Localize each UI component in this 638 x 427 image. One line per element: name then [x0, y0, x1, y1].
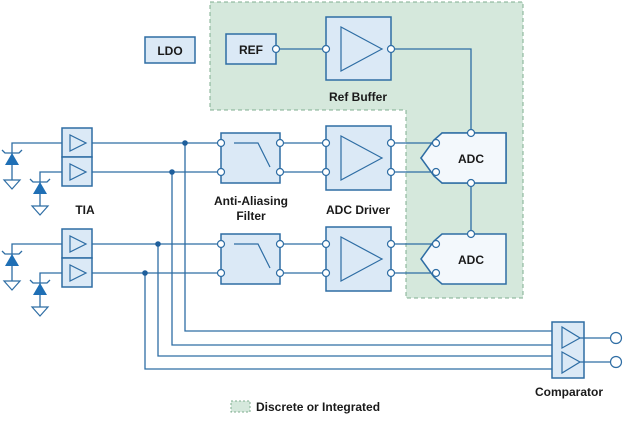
- adc-driver-label: ADC Driver: [326, 203, 390, 217]
- photodiode-icon: [29, 272, 62, 317]
- adc-lower: ADC: [420, 229, 507, 285]
- discrete-integrated-region: [209, 1, 524, 299]
- tia-block-lower: [61, 228, 93, 288]
- ref-buffer-to-adc-wire: [391, 48, 472, 133]
- adc-upper-label: ADC: [458, 152, 484, 166]
- adc-driver-upper: [321, 125, 396, 191]
- adc-lower-label: ADC: [458, 253, 484, 267]
- comparator-output-1: [609, 331, 623, 345]
- comparator-block: [551, 321, 623, 379]
- legend-swatch: [230, 400, 251, 413]
- anti-aliasing-filter-upper: [216, 132, 285, 184]
- adc-upper: ADC: [420, 128, 507, 188]
- filter-label-line1: Anti-Aliasing: [214, 194, 288, 208]
- photodiode-icon: [29, 171, 62, 216]
- adc-driver-lower: [321, 226, 396, 292]
- ref-buffer-label: Ref Buffer: [329, 90, 387, 104]
- ref-block: REF: [225, 33, 281, 65]
- photodiode-icon: [1, 142, 62, 190]
- photodiode-icon: [1, 243, 62, 291]
- comparator-output-2: [609, 355, 623, 369]
- legend: Discrete or Integrated: [230, 400, 380, 414]
- ldo-block: LDO: [144, 36, 196, 64]
- tia-label: TIA: [75, 203, 95, 217]
- legend-label: Discrete or Integrated: [256, 400, 380, 414]
- ref-buffer-block: [321, 16, 396, 81]
- photodiode-icons: [1, 142, 62, 317]
- anti-aliasing-filter-lower: [216, 233, 285, 285]
- filter-label-line2: Filter: [236, 209, 266, 223]
- ldo-label: LDO: [157, 44, 182, 58]
- ref-label: REF: [239, 43, 263, 57]
- lowpass-icon: [234, 142, 271, 168]
- lowpass-icon: [234, 243, 271, 269]
- comparator-label: Comparator: [535, 385, 603, 399]
- tia-block-upper: [61, 127, 93, 187]
- amplifier-icon: [340, 25, 384, 73]
